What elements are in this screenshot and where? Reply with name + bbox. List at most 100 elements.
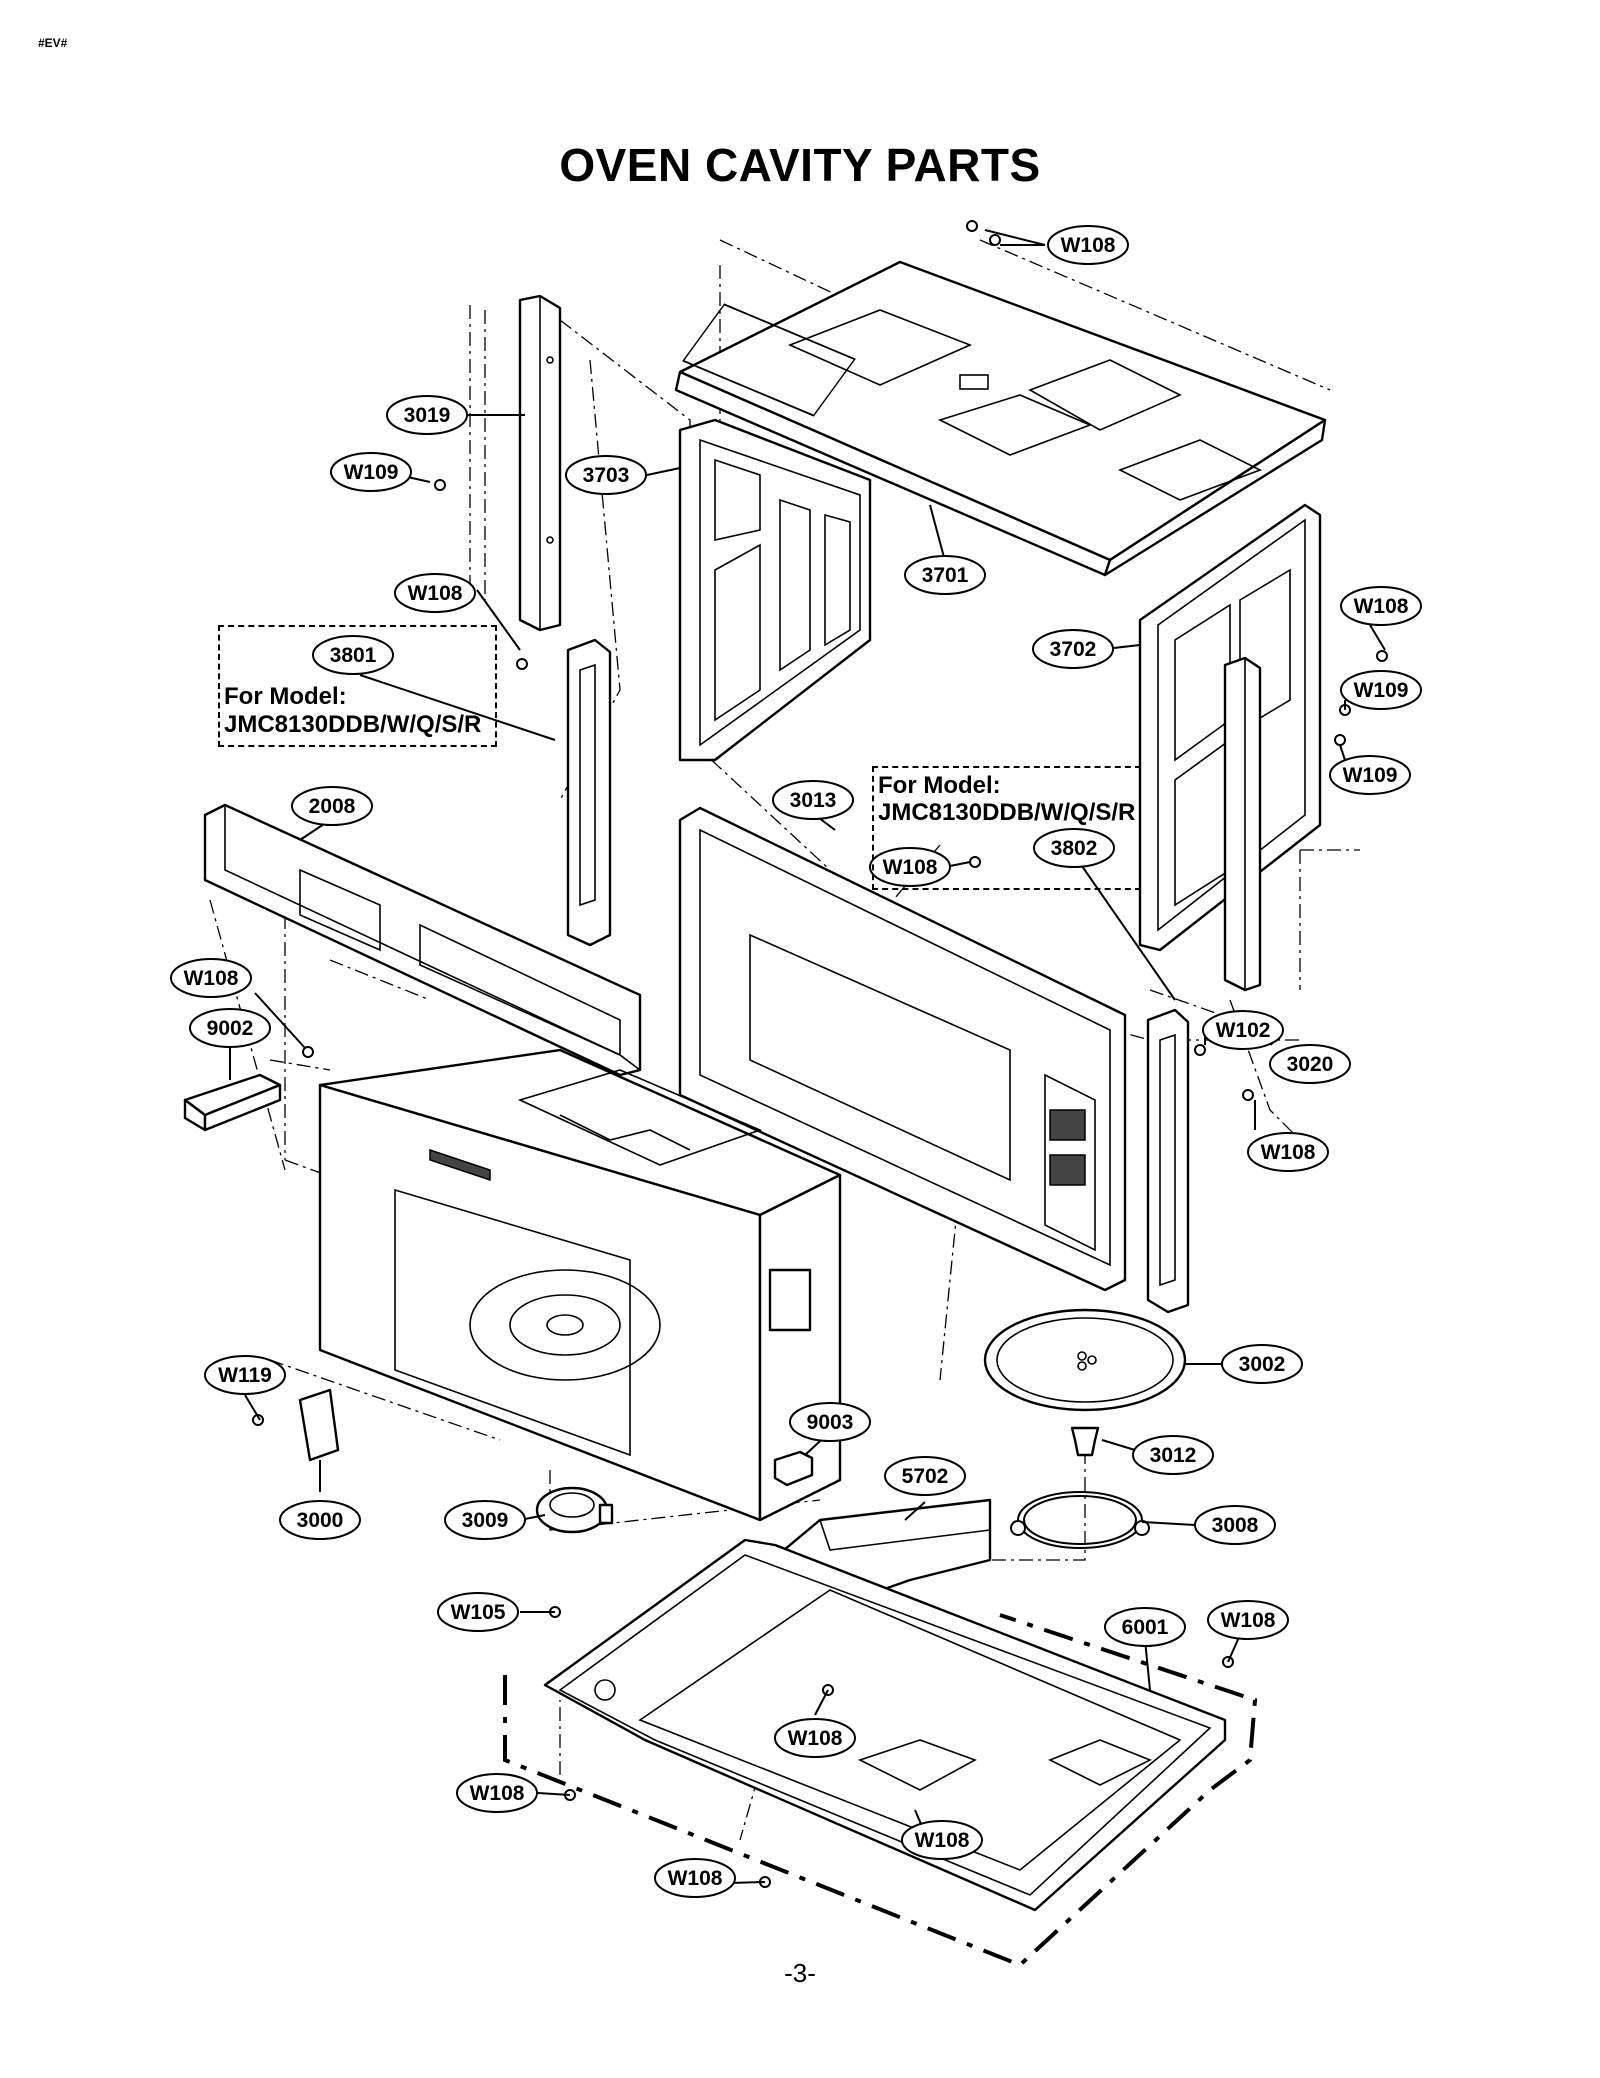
model-note-box-left: For Model: JMC8130DDB/W/Q/S/R: [218, 625, 497, 747]
callout-w108: W108: [1207, 1600, 1289, 1640]
callout-label: 3801: [330, 644, 377, 667]
callout-3008: 3008: [1194, 1505, 1276, 1545]
callout-ellipse: [394, 573, 476, 613]
callout-2008: 2008: [291, 786, 373, 826]
callout-label: 3020: [1287, 1053, 1334, 1076]
document-code: #EV#: [38, 36, 68, 50]
left-side-panel-part: [678, 418, 872, 762]
callout-label: 3002: [1239, 1353, 1286, 1376]
callout-ellipse: [456, 1773, 538, 1813]
callout-ellipse: [1032, 629, 1114, 669]
callout-label: W108: [1221, 1609, 1276, 1632]
callout-ellipse: [884, 1456, 966, 1496]
page-number: -3-: [784, 1958, 816, 1988]
hinge-3801-part: [566, 638, 612, 947]
callout-ellipse: [312, 635, 394, 675]
callout-w108: W108: [1047, 225, 1129, 265]
callout-label: W108: [408, 582, 463, 605]
callout-ellipse: [901, 1820, 983, 1860]
callout-ellipse: [772, 780, 854, 820]
front-plate-part: [678, 806, 1127, 1292]
callout-3013: 3013: [772, 780, 854, 820]
callout-w108: W108: [654, 1858, 736, 1898]
model-note-line1: For Model:: [878, 772, 1001, 799]
callout-label: 3008: [1212, 1514, 1259, 1537]
callout-w108: W108: [901, 1820, 983, 1860]
callout-ellipse: [291, 786, 373, 826]
callout-ellipse: [565, 455, 647, 495]
callout-label: W109: [1354, 679, 1409, 702]
callout-3802: 3802: [1033, 828, 1115, 868]
model-note-box-right: For Model: JMC8130DDB/W/Q/S/R: [872, 766, 1141, 890]
callout-ellipse: [170, 958, 252, 998]
callout-ellipse: [279, 1500, 361, 1540]
callout-ellipse: [330, 452, 412, 492]
callout-ellipse: [1104, 1607, 1186, 1647]
base-assembly-boundary: [503, 1613, 1258, 1968]
callout-label: W109: [344, 461, 399, 484]
callout-label: 3000: [297, 1509, 344, 1532]
hinge-3802-part: [1146, 1008, 1190, 1314]
callout-3703: 3703: [565, 455, 647, 495]
control-bracket-part: [203, 803, 642, 1077]
callout-ellipse: [1202, 1010, 1284, 1050]
callout-w119: W119: [204, 1355, 286, 1395]
callout-3801: 3801: [312, 635, 394, 675]
callout-label: 3019: [404, 404, 451, 427]
callout-ellipse: [789, 1402, 871, 1442]
bracket-3019-part: [518, 294, 562, 632]
callout-3701: 3701: [904, 555, 986, 595]
callout-9002: 9002: [189, 1008, 271, 1048]
callout-label: 5702: [902, 1465, 949, 1488]
callout-ellipse: [1269, 1044, 1351, 1084]
callout-3002: 3002: [1221, 1344, 1303, 1384]
callout-label: W108: [668, 1867, 723, 1890]
callout-label: W108: [883, 856, 938, 879]
callout-w109: W109: [1340, 670, 1422, 710]
callout-label: W108: [1354, 595, 1409, 618]
callout-w102: W102: [1202, 1010, 1284, 1050]
model-note-line2: JMC8130DDB/W/Q/S/R: [878, 799, 1136, 826]
callout-label: 3009: [462, 1509, 509, 1532]
callout-label: W108: [184, 967, 239, 990]
base-plate-part: [543, 1538, 1227, 1912]
callout-ellipse: [1047, 225, 1129, 265]
callout-label: W119: [218, 1364, 272, 1387]
turntable-tray-part: [983, 1308, 1187, 1412]
callout-ellipse: [869, 847, 951, 887]
callout-w109: W109: [330, 452, 412, 492]
callout-3020: 3020: [1269, 1044, 1351, 1084]
callout-label: W109: [1343, 764, 1398, 787]
callout-ellipse: [1207, 1600, 1289, 1640]
model-note-line1: For Model:: [224, 683, 347, 710]
callout-w108: W108: [1247, 1132, 1329, 1172]
callout-ellipse: [444, 1500, 526, 1540]
callout-label: 9003: [807, 1411, 854, 1434]
callout-5702: 5702: [884, 1456, 966, 1496]
callout-label: W108: [1261, 1141, 1316, 1164]
callout-label: 3802: [1051, 837, 1098, 860]
top-cover-part: [674, 260, 1327, 577]
callout-label: 3701: [922, 564, 969, 587]
callout-ellipse: [1247, 1132, 1329, 1172]
callout-ellipse: [1132, 1435, 1214, 1475]
callout-ellipse: [1033, 828, 1115, 868]
callout-label: W108: [915, 1829, 970, 1852]
callout-3009: 3009: [444, 1500, 526, 1540]
callout-w109: W109: [1329, 755, 1411, 795]
coupler-part: [1070, 1426, 1100, 1457]
callout-label: 3012: [1150, 1444, 1197, 1467]
callout-w108: W108: [1340, 586, 1422, 626]
callout-label: W102: [1216, 1019, 1271, 1042]
callout-ellipse: [189, 1008, 271, 1048]
callout-label: 6001: [1122, 1616, 1169, 1639]
callout-9003: 9003: [789, 1402, 871, 1442]
callout-label: W108: [1061, 234, 1116, 257]
callout-w105: W105: [437, 1592, 519, 1632]
callout-ellipse: [386, 395, 468, 435]
callout-label: W105: [451, 1601, 506, 1624]
callout-label: W108: [470, 1782, 525, 1805]
callout-6001: 6001: [1104, 1607, 1186, 1647]
part-3000: [298, 1388, 340, 1462]
